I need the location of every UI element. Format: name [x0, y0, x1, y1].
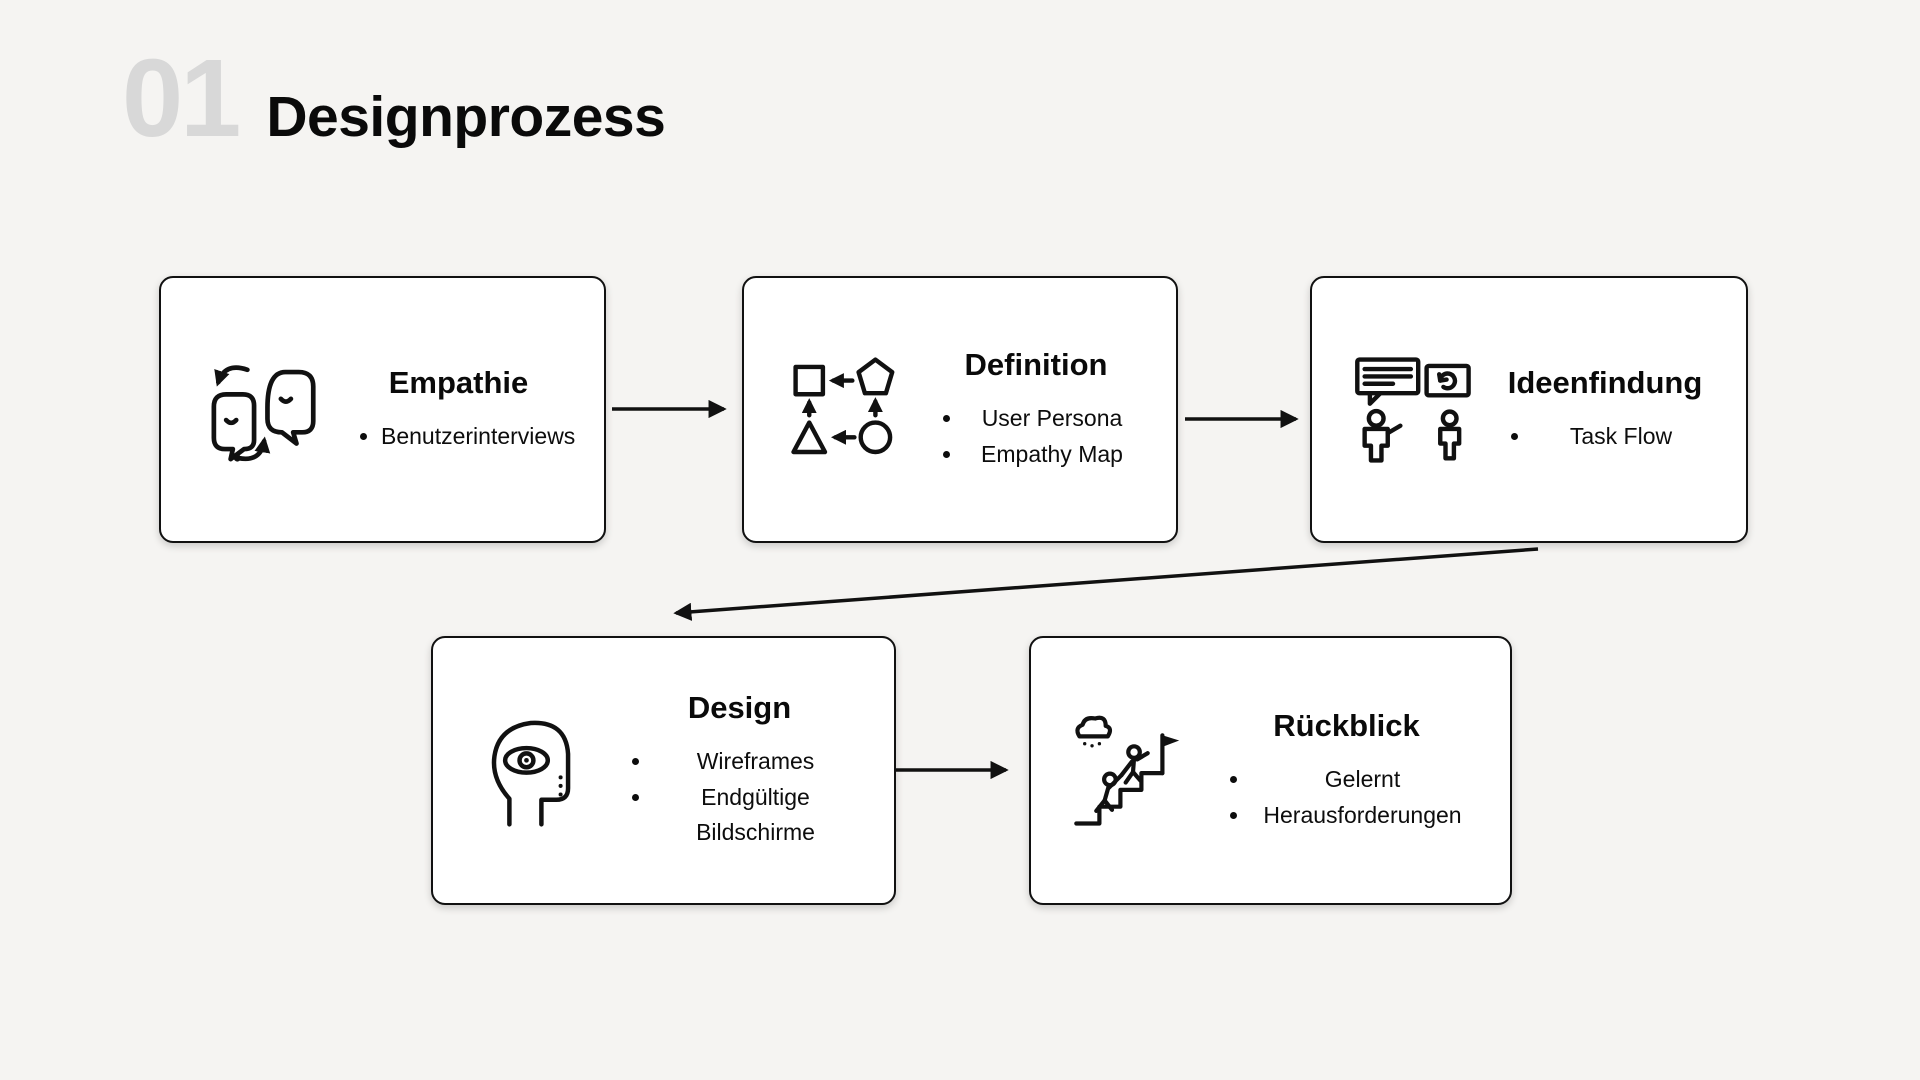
shapes-mapping-icon [770, 351, 922, 469]
bullet-item: Empathy Map [964, 437, 1140, 473]
head-eye-icon [459, 711, 611, 831]
card-title-design: Design [687, 690, 792, 726]
slide-header: 01 Designprozess [122, 37, 666, 160]
bullet-item: Task Flow [1532, 419, 1710, 455]
conversation-profiles-icon [187, 354, 339, 466]
bullet-item: Wireframes [653, 744, 858, 780]
card-title-ideenfindung: Ideenfindung [1507, 364, 1703, 400]
card-title-rueckblick: Rückblick [1273, 707, 1420, 743]
bullet-list-design: Wireframes Endgültige Bildschirme [621, 744, 858, 851]
card-title-empathie: Empathie [388, 364, 529, 400]
card-title-definition: Definition [964, 346, 1108, 382]
bullet-list-ideenfindung: Task Flow [1500, 419, 1710, 455]
team-discussion-icon [1338, 351, 1490, 469]
bullet-item: Gelernt [1251, 762, 1474, 798]
bullet-item: Endgültige Bildschirme [653, 780, 858, 851]
card-design: Design Wireframes Endgültige Bildschirme [431, 636, 896, 905]
page-title: Designprozess [266, 85, 666, 149]
arrow-ideenfindung-to-design [673, 547, 1539, 621]
bullet-list-rueckblick: Gelernt Herausforderungen [1219, 762, 1474, 833]
bullet-item: Benutzerinterviews [381, 419, 575, 455]
card-rueckblick: Rückblick Gelernt Herausforderungen [1029, 636, 1512, 905]
card-empathie: Empathie Benutzerinterviews [159, 276, 606, 543]
climbing-flag-icon [1057, 712, 1209, 830]
card-definition: Definition User Persona Empathy Map [742, 276, 1178, 543]
bullet-item: User Persona [964, 401, 1140, 437]
bullet-list-empathie: Benutzerinterviews [349, 419, 575, 455]
bullet-list-definition: User Persona Empathy Map [932, 401, 1140, 472]
card-ideenfindung: Ideenfindung Task Flow [1310, 276, 1748, 543]
bullet-item: Herausforderungen [1251, 798, 1474, 834]
section-number: 01 [122, 37, 241, 160]
